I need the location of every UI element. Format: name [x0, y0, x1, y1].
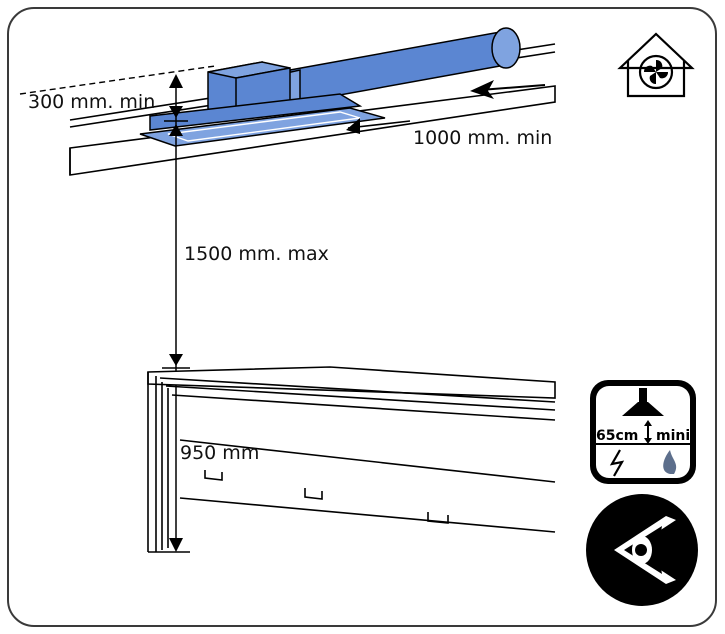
- counter-height-dimension: [169, 372, 183, 552]
- clearance-badge-icon: 65cm mini: [590, 380, 696, 484]
- label-counter-height: 950 mm: [180, 442, 259, 464]
- duct-end-cap: [491, 27, 521, 69]
- house-fan-icon: [617, 32, 695, 98]
- clearance-suffix: mini: [656, 428, 690, 444]
- label-wall-distance: 1000 mm. min: [413, 127, 552, 149]
- airflow-arrow: [470, 80, 546, 99]
- diagram-frame: [7, 7, 717, 627]
- wall-distance-arrow: [346, 118, 411, 134]
- hood-duct-assembly: [139, 27, 521, 147]
- label-height-max: 1500 mm. max: [184, 243, 329, 265]
- label-duct-clearance: 300 mm. min: [28, 91, 155, 113]
- hood-panel: [139, 107, 386, 147]
- gas-flame-icon: [663, 450, 677, 474]
- reference-dashed-line: [19, 65, 216, 95]
- electric-icon: [609, 449, 625, 477]
- clearance-value: 65cm: [596, 428, 638, 444]
- kitchen-counter: [147, 366, 556, 553]
- eye-warning-icon: [586, 494, 698, 606]
